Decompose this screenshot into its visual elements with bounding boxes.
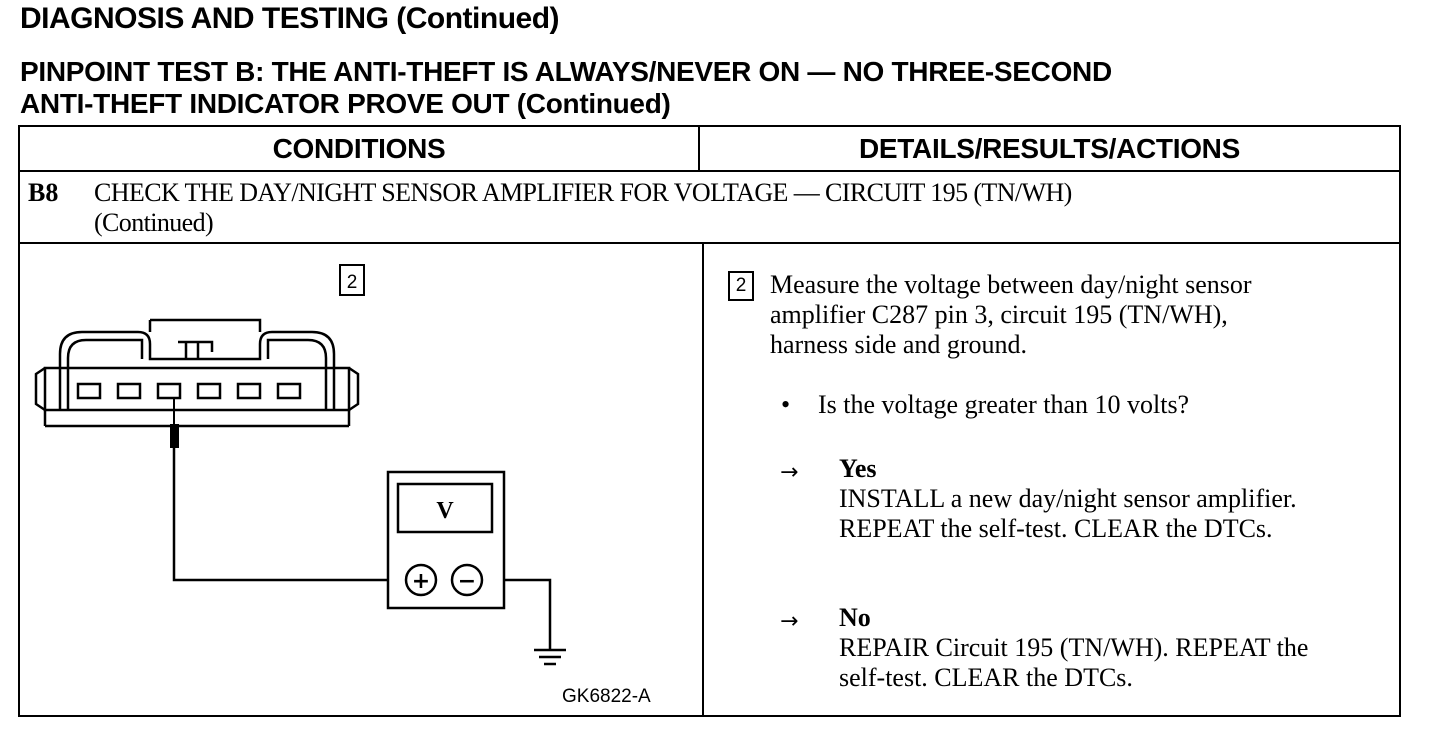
pinpoint-test-title-line1: PINPOINT TEST B: THE ANTI-THEFT IS ALWAY… (20, 56, 1112, 87)
positive-terminal-icon (404, 563, 438, 597)
voltage-test-diagram: 2 (20, 244, 702, 717)
diagram-svg: 2 (34, 264, 651, 707)
yes-action-line2: REPEAT the self-test. CLEAR the DTCs. (839, 514, 1273, 543)
measure-line3: harness side and ground. (770, 330, 1028, 359)
page-heading: DIAGNOSIS AND TESTING (Continued) (20, 2, 560, 35)
voltmeter-display-symbol: V (436, 498, 454, 524)
step-title: CHECK THE DAY/NIGHT SENSOR AMPLIFIER FOR… (94, 178, 1384, 238)
measure-line2: amplifier C287 pin 3, circuit 195 (TN/WH… (770, 300, 1228, 329)
yes-label: Yes (839, 454, 877, 483)
no-label: No (839, 603, 871, 632)
table-header-row: CONDITIONS DETAILS/RESULTS/ACTIONS (20, 127, 1399, 172)
question-text: Is the voltage greater than 10 volts? (818, 390, 1190, 419)
yes-arrow-icon: → (780, 460, 799, 485)
yes-action-line1: INSTALL a new day/night sensor amplifier… (839, 484, 1297, 513)
diagram-callout: 2 (339, 264, 365, 296)
no-arrow-icon: → (780, 609, 799, 634)
negative-terminal-icon (450, 563, 484, 597)
figure-id: GK6822-A (562, 686, 651, 707)
negative-terminal-symbol: − (458, 569, 476, 594)
pinpoint-test-title: PINPOINT TEST B: THE ANTI-THEFT IS ALWAY… (20, 56, 1400, 120)
step-row: B8 CHECK THE DAY/NIGHT SENSOR AMPLIFIER … (20, 172, 1399, 244)
yes-result: Yes INSTALL a new day/night sensor ampli… (839, 454, 1399, 544)
test-table: CONDITIONS DETAILS/RESULTS/ACTIONS B8 CH… (18, 125, 1401, 717)
conditions-header: CONDITIONS (20, 127, 700, 170)
step-id: B8 (28, 178, 59, 207)
measure-instruction: Measure the voltage between day/night se… (770, 270, 1390, 360)
step-body: 2 (20, 244, 1399, 715)
details-header: DETAILS/RESULTS/ACTIONS (859, 132, 1240, 164)
voltmeter: V + − (386, 470, 506, 610)
step-title-line1: CHECK THE DAY/NIGHT SENSOR AMPLIFIER FOR… (94, 178, 1072, 207)
no-action-line1: REPAIR Circuit 195 (TN/WH). REPEAT the (839, 633, 1309, 662)
positive-terminal-symbol: + (412, 569, 430, 594)
diagram-callout-number: 2 (347, 272, 358, 293)
step-title-line2: (Continued) (94, 208, 214, 237)
question-bullet: • (781, 390, 791, 419)
measure-line1: Measure the voltage between day/night se… (770, 270, 1252, 299)
no-result: No REPAIR Circuit 195 (TN/WH). REPEAT th… (839, 603, 1399, 693)
ground-icon (534, 648, 566, 666)
pinpoint-test-title-line2: ANTI-THEFT INDICATOR PROVE OUT (Continue… (20, 88, 671, 119)
details-callout: 2 (728, 271, 754, 301)
no-action-line2: self-test. CLEAR the DTCs. (839, 663, 1133, 692)
details-panel: 2 Measure the voltage between day/night … (704, 244, 1399, 715)
connector-c287 (34, 318, 360, 428)
column-divider (702, 244, 704, 715)
